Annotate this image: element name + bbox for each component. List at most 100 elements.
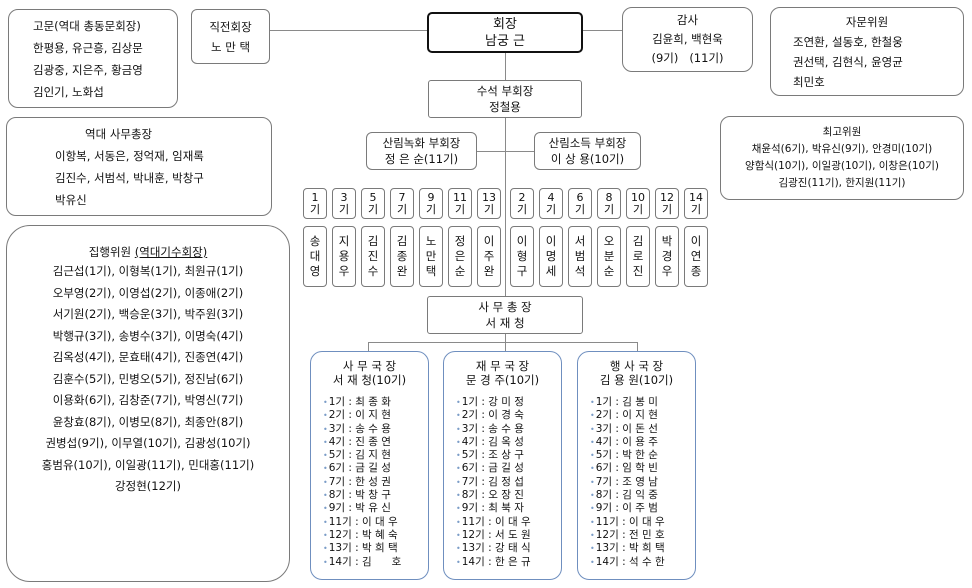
generation-chair-char: 범: [574, 249, 586, 263]
generation-chair-char: 우: [338, 264, 350, 278]
vp-forest-greening-name: 정 은 순(11기): [384, 152, 459, 166]
department-member: 2기 : 이 지 현: [323, 409, 422, 422]
generation-label-text: 4: [547, 190, 555, 204]
department-head: 문 경 주(10기): [465, 373, 540, 387]
department-member: 14기 : 석 수 한: [590, 556, 689, 569]
top-committee-line: 김광진(11기), 한지원(11기): [778, 177, 906, 189]
department-member: 2기 : 이 경 숙: [456, 409, 555, 422]
department-member: 13기 : 박 희 택: [323, 542, 422, 555]
generation-chair-char: 진: [632, 264, 644, 278]
connector: [505, 52, 507, 80]
department-member: 11기 : 이 대 우: [456, 516, 555, 529]
department-member: 4기 : 진 종 연: [323, 436, 422, 449]
advisors-title: 고문(역대 총동문회장): [33, 18, 141, 33]
consulting-line: 최민호: [793, 74, 825, 89]
generation-label-text: 기: [632, 202, 644, 216]
department-member: 6기 : 금 길 성: [323, 462, 422, 475]
generation-chair-char: 서: [574, 234, 586, 248]
secretary-general-title: 사 무 총 장: [478, 300, 532, 314]
direct-former-title: 직전회장: [209, 19, 252, 34]
department-member-list: 1기 : 김 봉 미2기 : 이 지 현3기 : 이 돈 선4기 : 이 용 주…: [590, 396, 689, 569]
generation-chair-char: 김: [367, 234, 379, 248]
generation-label-text: 기: [574, 202, 586, 216]
generation-chair-char: 경: [661, 249, 673, 263]
past-secretaries-title: 역대 사무총장: [85, 126, 153, 141]
generation-label-text: 13: [482, 190, 496, 204]
direct-former-name: 노 만 택: [210, 39, 251, 54]
generation-label-text: 5: [369, 190, 377, 204]
generation-label-text: 14: [689, 190, 703, 204]
generation-label-text: 기: [603, 202, 615, 216]
department-member: 12기 : 박 혜 숙: [323, 529, 422, 542]
department-member: 5기 : 김 지 현: [323, 449, 422, 462]
executive-line: 김옥성(4기), 문효태(4기), 진종연(4기): [52, 350, 244, 364]
generation-chair-char: 명: [545, 249, 557, 263]
department-head: 서 재 청(10기): [332, 373, 407, 387]
consulting-box: 자문위원 조연환, 설동호, 한철웅 권선택, 김현식, 윤영균 최민호: [770, 7, 964, 96]
generation-chair-char: 정: [454, 234, 466, 248]
department-member: 12기 : 서 도 원: [456, 529, 555, 542]
generation-chair-char: 영: [309, 264, 321, 278]
department-box: 행 사 국 장김 용 원(10기)1기 : 김 봉 미2기 : 이 지 현3기 …: [577, 351, 696, 580]
generation-label-text: 기: [338, 202, 350, 216]
department-member: 5기 : 박 한 순: [590, 449, 689, 462]
generation-chair-char: 순: [454, 264, 466, 278]
department-member-list: 1기 : 최 종 화2기 : 이 지 현3기 : 송 수 용4기 : 진 종 연…: [323, 396, 422, 569]
executive-line: 이용화(6기), 김창준(7기), 박영신(7기): [52, 393, 244, 407]
top-committee-line: 채윤석(6기), 박유신(9기), 안경미(10기): [751, 143, 933, 155]
generation-chair-char: 택: [425, 264, 437, 278]
consulting-line: 권선택, 김현식, 윤영균: [793, 54, 903, 69]
generation-chair-char: 진: [367, 249, 379, 263]
secretary-general-name: 서 재 청: [485, 316, 525, 330]
senior-vp-box: 수석 부회장 정철용: [428, 80, 582, 118]
generation-label-text: 기: [367, 202, 379, 216]
vp-forest-greening-title: 산림녹화 부회장: [382, 136, 461, 150]
executive-committee-box: 집행위원 (역대기수회장) 김근섭(1기), 이형복(1기), 최원규(1기) …: [6, 225, 290, 582]
generation-label-text: 기: [425, 202, 437, 216]
top-committee-line: 양함식(10기), 이일광(10기), 이창은(10기): [745, 160, 939, 172]
generation-label-text: 기: [516, 202, 528, 216]
department-member: 11기 : 이 대 우: [590, 516, 689, 529]
department-member: 4기 : 이 용 주: [590, 436, 689, 449]
vp-forest-income-title: 산림소득 부회장: [548, 136, 627, 150]
executive-title-main: 집행위원: [88, 245, 132, 259]
vp-forest-income-box: 산림소득 부회장 이 상 용(10기): [534, 132, 641, 170]
generation-chair-char: 대: [309, 249, 321, 263]
department-member: 6기 : 임 학 빈: [590, 462, 689, 475]
generation-label-text: 1: [311, 190, 319, 204]
senior-vp-name: 정철용: [489, 100, 521, 114]
advisors-line: 한평용, 유근흥, 김상문: [33, 40, 143, 55]
advisors-line: 김인기, 노화섭: [33, 84, 104, 99]
generation-chair-char: 수: [367, 264, 379, 278]
auditor-box: 감사 김윤희, 백현욱 (9기) (11기): [622, 7, 753, 72]
senior-vp-title: 수석 부회장: [476, 84, 534, 98]
connector: [582, 30, 622, 32]
generation-chair-char: 김: [396, 234, 408, 248]
generation-chair-char: 종: [690, 264, 702, 278]
consulting-title: 자문위원: [845, 14, 889, 29]
generation-label-text: 6: [576, 190, 584, 204]
executive-line: 권병섭(9기), 이무열(10기), 김광성(10기): [45, 436, 251, 450]
department-title: 사 무 국 장: [342, 359, 397, 373]
generation-label-text: 기: [454, 202, 466, 216]
president-title: 회장: [493, 16, 517, 32]
generation-label-text: 3: [340, 190, 348, 204]
department-member: 9기 : 이 주 범: [590, 502, 689, 515]
department-member: 7기 : 조 영 남: [590, 476, 689, 489]
direct-former-president-box: 직전회장 노 만 택: [191, 9, 270, 64]
executive-title-sub: (역대기수회장): [134, 245, 208, 259]
generation-chair-char: 세: [545, 264, 557, 278]
connector: [505, 118, 507, 296]
department-title: 행 사 국 장: [609, 359, 664, 373]
